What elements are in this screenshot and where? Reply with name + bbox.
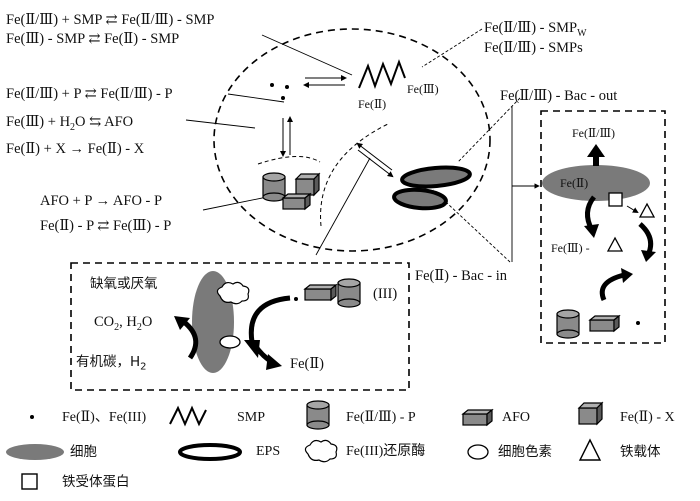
equilibrium-arrow [356, 142, 394, 178]
fe-dot [294, 297, 298, 301]
reaction-afo-formation: Fe(Ⅲ) + H2O ⇆ AFO [6, 114, 134, 133]
fe-dot [285, 85, 289, 89]
legend-siderophore-triangle [578, 438, 602, 461]
curved-arrow-head [641, 250, 656, 262]
legend-fe-p-label: Fe(Ⅱ/Ⅲ) - P [346, 410, 416, 425]
aggregate-ellipse [213, 28, 491, 252]
legend-smp-label: SMP [237, 410, 266, 425]
curved-arrow-head [584, 224, 599, 238]
legend-eps [178, 443, 242, 461]
fe-dot [281, 96, 285, 100]
fe-p-cylinder [556, 309, 580, 339]
reaction-afo-p: AFO + P → AFO - P [40, 193, 163, 209]
fe-p-cylinder [337, 278, 361, 308]
small-arrow [626, 205, 639, 214]
eps-cell [392, 187, 448, 211]
leader-line [202, 195, 273, 211]
leader-line [421, 28, 483, 68]
eps-cell [400, 165, 472, 189]
smp-w-label: Fe(Ⅱ/Ⅲ) - SMPW [484, 20, 587, 39]
right-box-fe3-label: Fe(Ⅲ) - [551, 241, 590, 255]
anoxic-box [70, 262, 410, 391]
legend-cytochrome-oval [467, 444, 489, 460]
leader-line [227, 93, 285, 103]
legend-receptor-label: 铁受体蛋白 [62, 474, 130, 490]
cell-detail-box [540, 110, 666, 344]
reductase-cloud [216, 281, 250, 305]
legend-eps-label: EPS [256, 444, 281, 459]
curved-arrow [182, 320, 199, 360]
legend-reductase-label: Fe(III)还原酶 [346, 444, 426, 459]
leader-line [315, 157, 371, 256]
legend-afo-block [461, 408, 494, 427]
eps-boundary-arc [257, 155, 321, 165]
squiggle-fe3-label: Fe(Ⅲ) [407, 82, 439, 96]
legend-fe-x-cube [577, 401, 604, 426]
leader-line [261, 34, 353, 76]
equilibrium-arrow [303, 75, 347, 88]
reaction-fe-x: Fe(Ⅱ) + X → Fe(Ⅱ) - X [6, 141, 145, 157]
legend-fe-p-cylinder [306, 400, 330, 430]
bac-in-label: Fe(Ⅱ) - Bac - in [415, 268, 507, 284]
cell [542, 165, 650, 201]
afo-block [281, 192, 312, 211]
legend-cell-label: 细胞 [70, 444, 97, 460]
bottom-fe2-label: Fe(Ⅱ) [290, 356, 325, 372]
legend-pigment-label: 细胞色素 [498, 444, 552, 460]
anoxic-condition-label: 缺氧或厌氧 [90, 276, 158, 292]
legend-receptor-square [21, 473, 38, 490]
leader-line [185, 119, 256, 129]
siderophore-triangle [606, 236, 624, 252]
legend-siderophore-label: 铁载体 [620, 444, 661, 460]
equilibrium-arrow [280, 116, 293, 157]
fe-p-cylinder [262, 172, 286, 202]
curved-arrow [599, 272, 625, 302]
curved-arrow [248, 295, 291, 343]
siderophore-triangle [638, 202, 656, 218]
squiggle-fe2-label: Fe(Ⅱ) [358, 97, 387, 111]
curved-arrow-head [266, 354, 282, 370]
legend-fe-dots-label: Fe(Ⅱ)、Fe(III) [62, 410, 147, 425]
right-box-top-label: Fe(Ⅱ/Ⅲ) [572, 126, 616, 140]
legend-reductase-cloud [304, 439, 338, 463]
reaction-smp-complex: Fe(Ⅱ/Ⅲ) + SMP ⇄ Fe(Ⅱ/Ⅲ) - SMP [6, 12, 215, 28]
fe-x-cube [294, 172, 321, 197]
legend-afo-label: AFO [502, 410, 531, 425]
curved-arrow-head [621, 268, 633, 283]
co2-h2o-label: CO2, H2O [94, 314, 153, 333]
curved-arrow-head [174, 316, 190, 330]
legend-fe-x-label: Fe(Ⅱ) - X [620, 410, 675, 425]
bold-up-arrow-head [587, 144, 605, 157]
cytochrome-oval [219, 335, 241, 349]
fe-dot [270, 83, 274, 87]
legend-cell [6, 444, 64, 460]
bac-out-label: Fe(Ⅱ/Ⅲ) - Bac - out [500, 88, 618, 104]
smp-s-label: Fe(Ⅱ/Ⅲ) - SMPs [484, 40, 583, 56]
afo-block [303, 283, 338, 302]
reaction-fe-p: Fe(Ⅱ/Ⅲ) + P ⇄ Fe(Ⅱ/Ⅲ) - P [6, 86, 173, 102]
receptor-square [608, 192, 623, 207]
organic-carbon-label: 有机碳，H2 [76, 354, 147, 373]
legend-smp-squiggle [169, 405, 207, 427]
legend-fe-dot [30, 415, 34, 419]
reaction-smp-redox: Fe(Ⅲ) - SMP ⇄ Fe(Ⅱ) - SMP [6, 31, 180, 47]
fe-dot [636, 321, 640, 325]
afo-block [588, 314, 621, 333]
smp-squiggle [358, 59, 406, 89]
eps-boundary-arc [320, 123, 389, 227]
reaction-fe-p-redox: Fe(Ⅱ) - P ⇄ Fe(Ⅲ) - P [40, 218, 172, 234]
right-box-cell-label: Fe(Ⅱ) [560, 176, 589, 190]
bottom-fe3-label: (III) [373, 286, 398, 302]
